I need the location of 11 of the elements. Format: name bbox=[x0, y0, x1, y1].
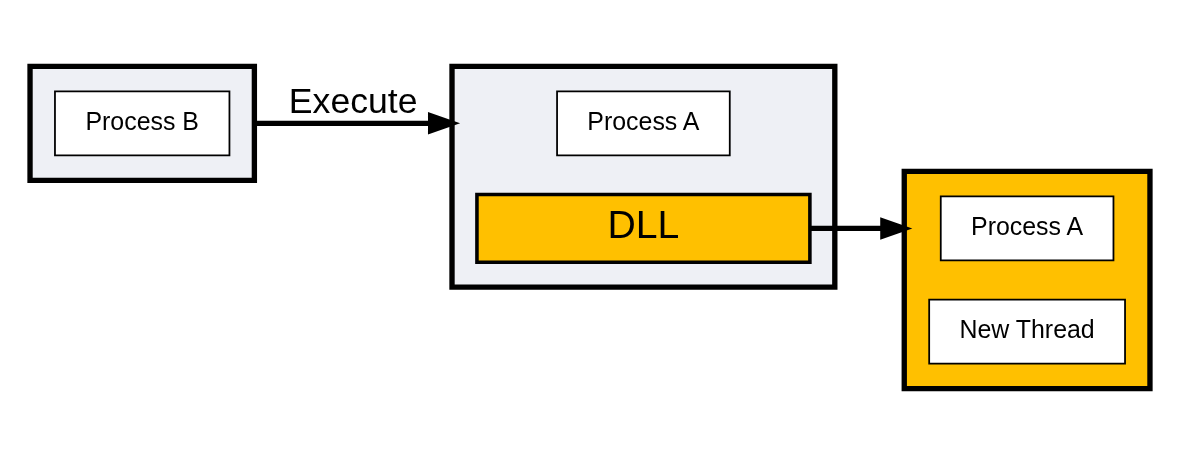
cluster bbox=[901, 168, 1153, 392]
cluster bbox=[27, 63, 258, 183]
cluster bbox=[449, 63, 838, 290]
node-box: Process A bbox=[556, 90, 731, 157]
arrow bbox=[254, 112, 461, 135]
node-box: New Thread bbox=[928, 298, 1126, 365]
node-box: Process A bbox=[939, 195, 1115, 262]
node-box: Process B bbox=[54, 90, 231, 157]
node-box: DLL bbox=[475, 192, 812, 264]
edge-label: Execute bbox=[288, 80, 418, 121]
arrow bbox=[810, 217, 913, 240]
